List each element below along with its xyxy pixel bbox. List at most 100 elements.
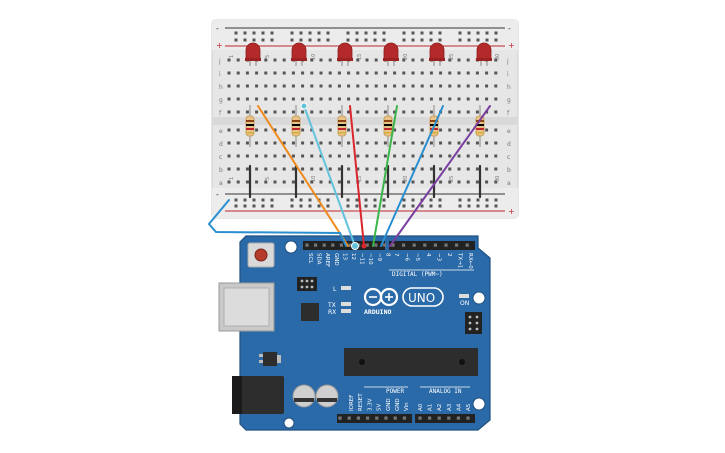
breadboard-hole[interactable] [402,141,406,145]
breadboard-hole[interactable] [374,128,378,132]
rail-hole[interactable] [485,38,489,42]
breadboard-hole[interactable] [383,141,387,145]
rail-hole[interactable] [317,204,321,208]
breadboard-hole[interactable] [457,110,461,114]
rail-hole[interactable] [355,204,359,208]
breadboard-hole[interactable] [466,167,470,171]
rail-hole[interactable] [234,198,238,202]
breadboard-hole[interactable] [255,71,259,75]
rail-hole[interactable] [402,198,406,202]
breadboard-hole[interactable] [227,128,231,132]
breadboard-hole[interactable] [429,141,433,145]
breadboard-hole[interactable] [236,167,240,171]
breadboard-hole[interactable] [485,154,489,158]
breadboard-hole[interactable] [374,154,378,158]
header-pin[interactable] [393,416,397,420]
rail-hole[interactable] [411,204,415,208]
breadboard-hole[interactable] [402,110,406,114]
rail-hole[interactable] [429,204,433,208]
rail-hole[interactable] [438,198,442,202]
breadboard-hole[interactable] [291,180,295,184]
breadboard-hole[interactable] [466,110,470,114]
breadboard-hole[interactable] [291,97,295,101]
rail-hole[interactable] [270,31,274,35]
breadboard-hole[interactable] [291,167,295,171]
breadboard-hole[interactable] [448,97,452,101]
wire-endpoint[interactable] [361,243,367,249]
rail-hole[interactable] [234,38,238,42]
breadboard-hole[interactable] [439,97,443,101]
rail-hole[interactable] [317,38,321,42]
breadboard-hole[interactable] [402,128,406,132]
orange-wire[interactable] [257,105,349,247]
breadboard-hole[interactable] [255,154,259,158]
rail-hole[interactable] [402,31,406,35]
breadboard-hole[interactable] [337,110,341,114]
rail-hole[interactable] [438,31,442,35]
breadboard-hole[interactable] [448,141,452,145]
breadboard-hole[interactable] [420,154,424,158]
breadboard-hole[interactable] [457,84,461,88]
breadboard-hole[interactable] [411,110,415,114]
breadboard-hole[interactable] [494,97,498,101]
breadboard-hole[interactable] [411,71,415,75]
breadboard-hole[interactable] [310,58,314,62]
rail-hole[interactable] [299,38,303,42]
breadboard-hole[interactable] [291,154,295,158]
breadboard-hole[interactable] [301,141,305,145]
breadboard-hole[interactable] [347,110,351,114]
breadboard-hole[interactable] [383,110,387,114]
breadboard-hole[interactable] [227,154,231,158]
breadboard-hole[interactable] [273,84,277,88]
breadboard-hole[interactable] [273,58,277,62]
rail-hole[interactable] [355,198,359,202]
breadboard-hole[interactable] [466,180,470,184]
breadboard-hole[interactable] [264,97,268,101]
breadboard-hole[interactable] [494,180,498,184]
rail-hole[interactable] [429,31,433,35]
breadboard-hole[interactable] [245,167,249,171]
resistor[interactable] [383,105,393,147]
breadboard-hole[interactable] [347,84,351,88]
rail-hole[interactable] [326,38,330,42]
breadboard-hole[interactable] [420,167,424,171]
breadboard-hole[interactable] [273,71,277,75]
breadboard-hole[interactable] [374,58,378,62]
breadboard-hole[interactable] [310,167,314,171]
breadboard-hole[interactable] [411,58,415,62]
breadboard-hole[interactable] [291,141,295,145]
breadboard-hole[interactable] [227,141,231,145]
breadboard-hole[interactable] [411,154,415,158]
breadboard-hole[interactable] [475,180,479,184]
breadboard-hole[interactable] [402,84,406,88]
rail-hole[interactable] [299,31,303,35]
red-led[interactable] [245,42,261,66]
breadboard-hole[interactable] [374,141,378,145]
breadboard-hole[interactable] [337,71,341,75]
breadboard-hole[interactable] [319,180,323,184]
rail-hole[interactable] [382,204,386,208]
resistor[interactable] [291,105,301,147]
breadboard-hole[interactable] [494,84,498,88]
breadboard-hole[interactable] [328,167,332,171]
rail-hole[interactable] [467,31,471,35]
breadboard-hole[interactable] [337,141,341,145]
breadboard-hole[interactable] [236,84,240,88]
breadboard-hole[interactable] [356,58,360,62]
header-pin[interactable] [375,416,379,420]
rail-hole[interactable] [485,31,489,35]
breadboard-hole[interactable] [301,110,305,114]
breadboard-hole[interactable] [365,71,369,75]
breadboard-hole[interactable] [494,110,498,114]
light-blue-wire[interactable] [303,105,356,247]
breadboard-hole[interactable] [310,84,314,88]
rail-hole[interactable] [308,198,312,202]
breadboard-hole[interactable] [245,154,249,158]
breadboard-hole[interactable] [347,180,351,184]
header-pin[interactable] [466,416,470,420]
breadboard-hole[interactable] [374,167,378,171]
breadboard-hole[interactable] [439,84,443,88]
breadboard-hole[interactable] [365,167,369,171]
breadboard-hole[interactable] [264,71,268,75]
breadboard-hole[interactable] [383,97,387,101]
